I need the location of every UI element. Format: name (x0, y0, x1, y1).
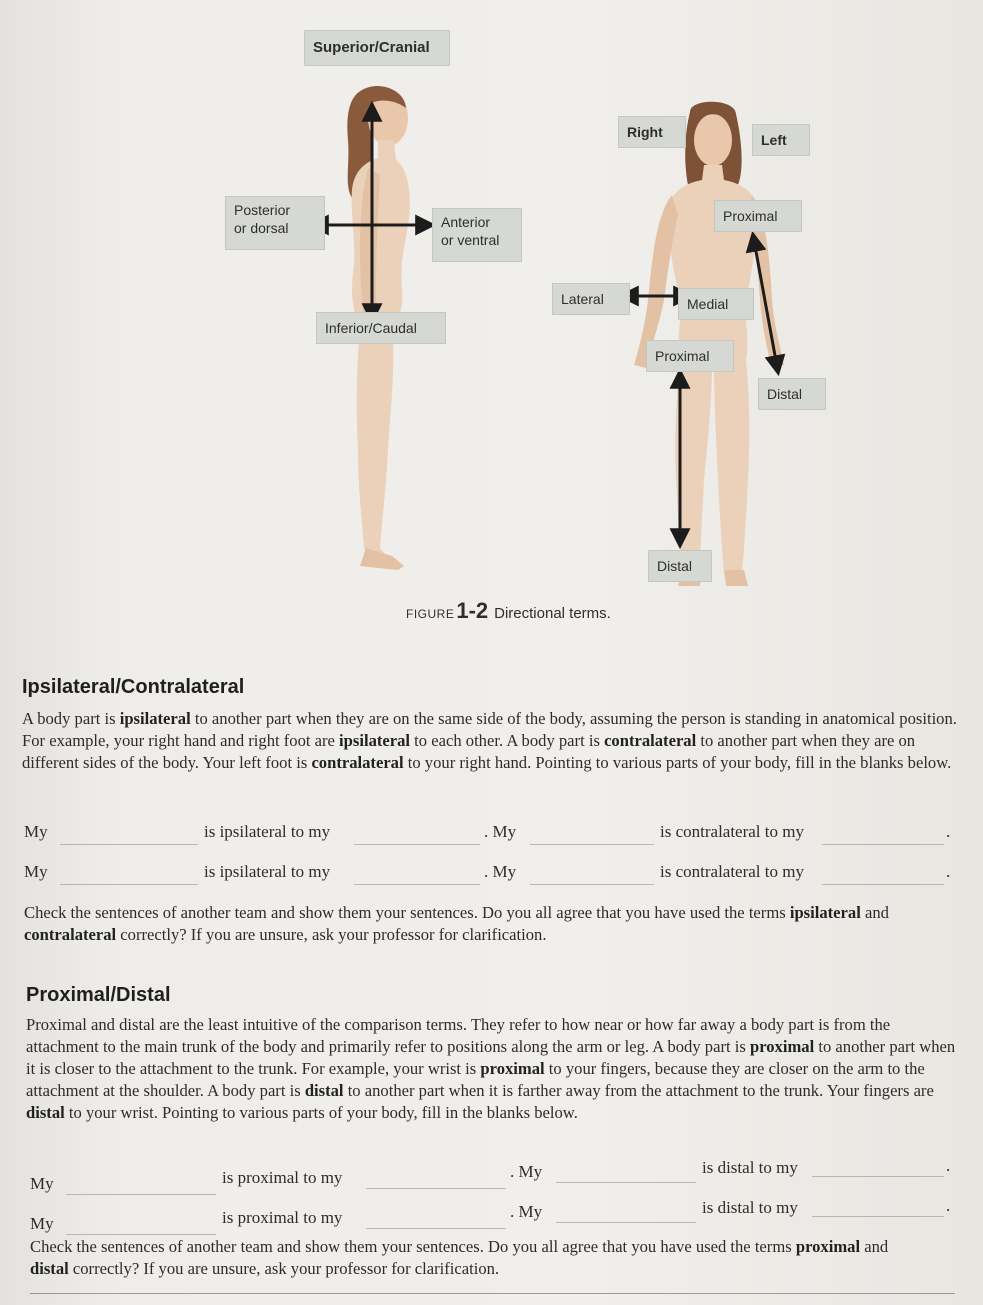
blank-line[interactable] (354, 844, 480, 845)
term-proximal: proximal (480, 1059, 545, 1078)
para-text: correctly? If you are unsure, ask your p… (116, 925, 547, 944)
figure-caption-prefix: FIGURE (406, 607, 455, 621)
phrase-is-ipsilateral-to-my: is ipsilateral to my (204, 822, 331, 841)
term-ipsilateral: ipsilateral (789, 903, 861, 922)
blank-line[interactable] (530, 844, 654, 845)
ipsilateral-contralateral-paragraph: A body part is ipsilateral to another pa… (22, 708, 972, 774)
para-text: A body part is (22, 709, 120, 728)
superior-cranial-label: Superior/Cranial (304, 30, 450, 66)
ipsilateral-fill-row-1: My is ipsilateral to my . My is contrala… (0, 822, 983, 848)
directional-terms-figure (307, 86, 786, 586)
para-text: to another part when they are on differe… (22, 731, 916, 772)
blank-line[interactable] (812, 1176, 944, 1177)
para-text: and (860, 903, 889, 922)
term-distal: distal (30, 1259, 69, 1278)
distal-arm-label: Distal (758, 378, 826, 410)
term-ipsilateral: ipsilateral (119, 709, 191, 728)
ipsilateral-contralateral-heading: Ipsilateral/Contralateral (22, 676, 245, 698)
inferior-caudal-label: Inferior/Caudal (316, 312, 446, 344)
ipsilateral-check-paragraph: Check the sentences of another team and … (24, 902, 964, 946)
posterior-label-line2: or dorsal (234, 220, 289, 236)
figure-caption-text: Directional terms. (494, 605, 611, 622)
para-text: correctly? If you are unsure, ask your p… (68, 1259, 500, 1278)
blank-line[interactable] (60, 884, 198, 885)
proximal-arm-label: Proximal (714, 200, 802, 232)
blank-line[interactable] (354, 884, 480, 885)
phrase-is-distal-to-my: is distal to my (702, 1198, 798, 1217)
bottom-rule (30, 1293, 955, 1294)
period: . (946, 822, 951, 841)
para-text: Check the sentences of another team and … (30, 1237, 796, 1256)
word-my: My (24, 822, 48, 841)
blank-line[interactable] (812, 1216, 944, 1217)
phrase-is-distal-to-my: is distal to my (702, 1158, 798, 1177)
para-text: to another part when it is farther away … (343, 1081, 934, 1100)
proximal-distal-heading: Proximal/Distal (26, 984, 171, 1006)
para-text: and (860, 1237, 889, 1256)
term-proximal: proximal (795, 1237, 861, 1256)
para-text: to your wrist. Pointing to various parts… (64, 1103, 578, 1122)
anterior-label-line2: or ventral (441, 232, 500, 248)
blank-line[interactable] (822, 844, 944, 845)
period: . (946, 1156, 951, 1175)
period: . (946, 862, 951, 881)
medial-label: Medial (678, 288, 754, 320)
posterior-dorsal-label: Posterior or dorsal (225, 196, 325, 250)
word-my: My (30, 1174, 54, 1193)
right-side-label: Right (618, 116, 686, 148)
para-text: to each other. A body part is (410, 731, 605, 750)
proximal-fill-row-1: My is proximal to my . My is distal to m… (0, 1156, 983, 1195)
para-text: Proximal and distal are the least intuit… (26, 1015, 891, 1056)
term-contralateral: contralateral (311, 753, 404, 772)
blank-line[interactable] (556, 1222, 696, 1223)
figure-number: 1-2 (456, 598, 489, 623)
proximal-leg-label: Proximal (646, 340, 734, 372)
para-text: to your fingers, because they are closer… (26, 1059, 925, 1100)
proximal-distal-paragraph: Proximal and distal are the least intuit… (26, 1014, 956, 1124)
blank-line[interactable] (822, 884, 944, 885)
anterior-label-line1: Anterior (441, 214, 491, 230)
period: . (946, 1196, 951, 1215)
para-text: Check the sentences of another team and … (24, 903, 790, 922)
blank-line[interactable] (366, 1228, 506, 1229)
phrase-is-proximal-to-my: is proximal to my (222, 1168, 343, 1187)
left-side-label: Left (752, 124, 810, 156)
ipsilateral-fill-row-2: My is ipsilateral to my . My is contrala… (0, 862, 983, 888)
lateral-label: Lateral (552, 283, 630, 315)
figure-caption: FIGURE1-2 Directional terms. (406, 598, 611, 624)
anterior-ventral-label: Anterior or ventral (432, 208, 522, 262)
posterior-label-line1: Posterior (234, 202, 291, 218)
term-distal: distal (26, 1103, 65, 1122)
blank-line[interactable] (66, 1234, 216, 1235)
phrase-is-contralateral-to-my: is contralateral to my (660, 862, 804, 881)
para-text: to another part when it is closer to the… (26, 1037, 956, 1078)
word-dot-my: . My (484, 822, 517, 841)
blank-line[interactable] (66, 1194, 216, 1195)
blank-line[interactable] (366, 1188, 506, 1189)
term-proximal: proximal (749, 1037, 815, 1056)
word-my: My (24, 862, 48, 881)
word-my: My (30, 1214, 54, 1233)
word-dot-my: . My (484, 862, 517, 881)
phrase-is-proximal-to-my: is proximal to my (222, 1208, 343, 1227)
phrase-is-contralateral-to-my: is contralateral to my (660, 822, 804, 841)
proximal-fill-row-2: My is proximal to my . My is distal to m… (0, 1196, 983, 1235)
word-dot-my: . My (510, 1162, 543, 1181)
arm-proximal-distal-arrow (745, 230, 786, 377)
distal-leg-label: Distal (648, 550, 712, 582)
blank-line[interactable] (556, 1182, 696, 1183)
term-contralateral: contralateral (24, 925, 117, 944)
term-ipsilateral: ipsilateral (339, 731, 411, 750)
term-contralateral: contralateral (604, 731, 697, 750)
blank-line[interactable] (60, 844, 198, 845)
para-text: to another part when they are on the sam… (22, 709, 957, 750)
blank-line[interactable] (530, 884, 654, 885)
phrase-is-ipsilateral-to-my: is ipsilateral to my (204, 862, 331, 881)
word-dot-my: . My (510, 1202, 543, 1221)
para-text: to your right hand. Pointing to various … (403, 753, 952, 772)
proximal-check-paragraph: Check the sentences of another team and … (30, 1236, 930, 1280)
term-distal: distal (304, 1081, 344, 1100)
